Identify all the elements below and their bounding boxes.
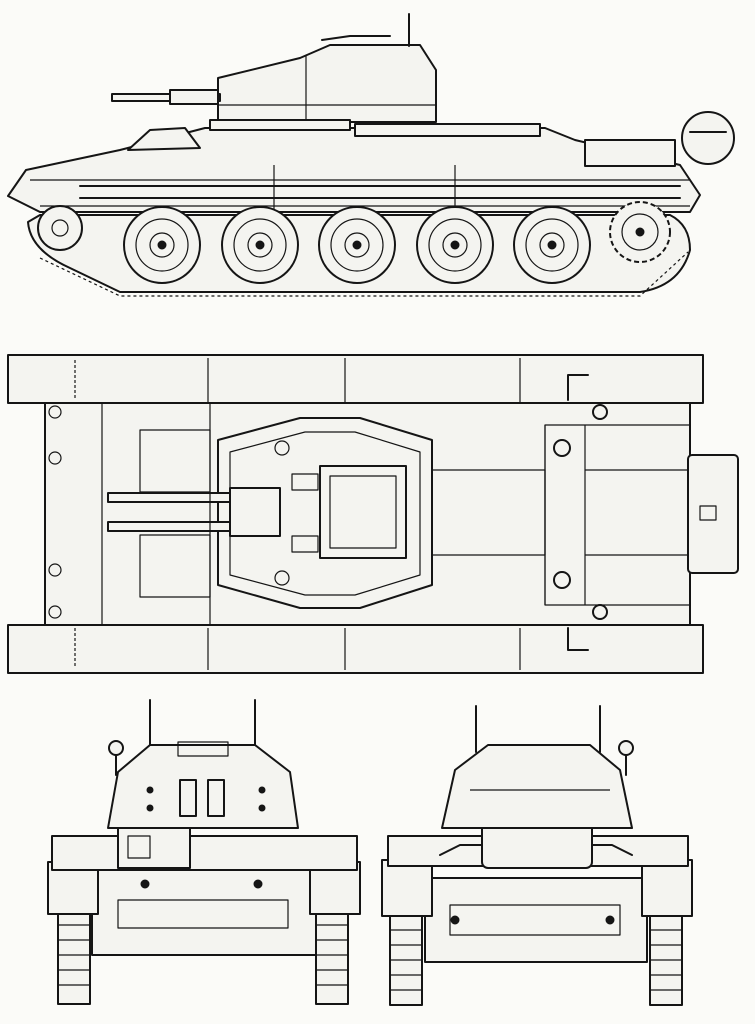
top-view xyxy=(7,354,739,674)
top-cupola xyxy=(319,465,407,559)
road-wheel xyxy=(513,206,591,284)
top-left-track-guard xyxy=(7,354,704,404)
top-right-track-guard xyxy=(7,624,704,674)
top-gun-barrel xyxy=(107,492,234,503)
side-idler xyxy=(37,205,83,251)
side-gun-barrel xyxy=(111,93,221,102)
road-wheel xyxy=(123,206,201,284)
road-wheel xyxy=(221,206,299,284)
road-wheel xyxy=(416,206,494,284)
front-hull xyxy=(91,869,317,956)
side-track-teeth xyxy=(39,251,689,297)
top-rear-fuel-drum xyxy=(687,454,739,574)
front-view xyxy=(47,699,361,1005)
side-fuel-drum xyxy=(681,111,735,165)
side-road-wheels xyxy=(123,206,591,284)
side-turret xyxy=(217,44,437,123)
front-left-track xyxy=(57,911,91,1005)
rear-turret xyxy=(441,744,633,829)
side-view xyxy=(7,13,735,297)
road-wheel xyxy=(318,206,396,284)
front-turret xyxy=(107,744,299,829)
front-right-track xyxy=(315,911,349,1005)
top-gun-barrel-2 xyxy=(107,521,234,532)
rear-view xyxy=(381,705,693,1006)
